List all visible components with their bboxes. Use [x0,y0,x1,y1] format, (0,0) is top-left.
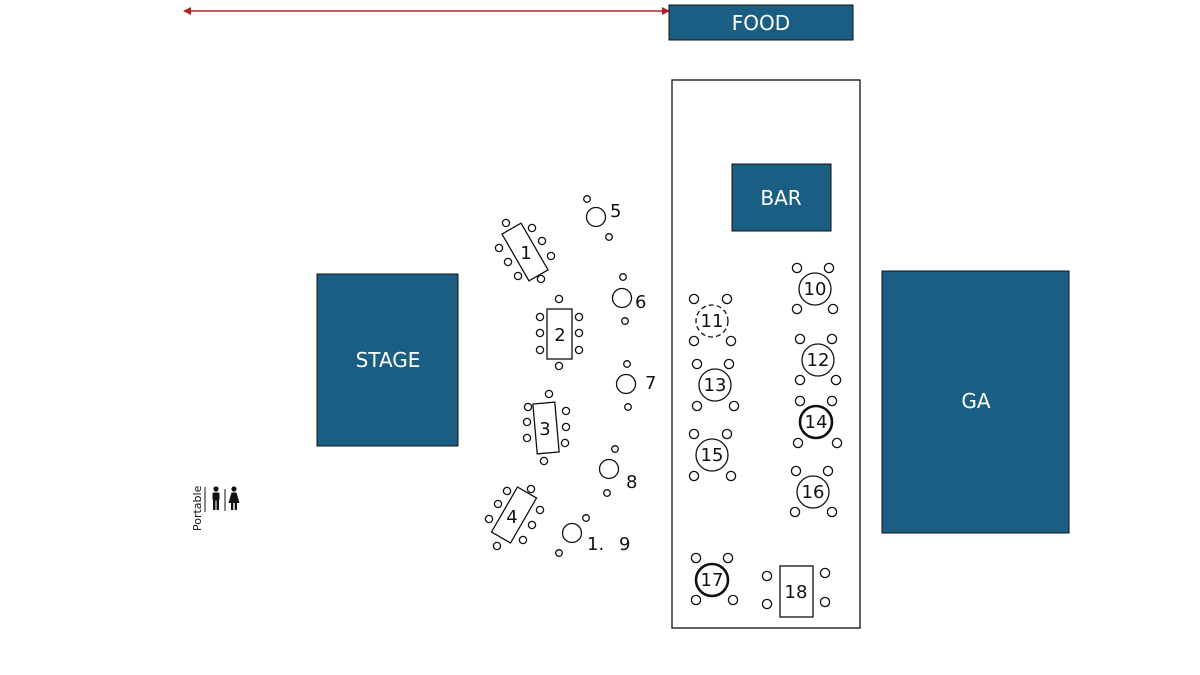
table-9: 1. 9 [555,514,630,557]
table-14: 14 [792,395,843,449]
table-18: 18 [761,565,831,618]
table-16: 16 [789,465,838,518]
table-14-label: 14 [805,412,828,433]
table-13-label: 13 [704,375,727,396]
ga-label: GA [961,389,990,413]
table-2: 2 [535,294,584,371]
table-5-label: 5 [610,201,621,222]
table-8-label: 8 [626,472,637,493]
table-2-label: 2 [554,325,565,346]
table-13: 13 [691,358,740,412]
food-label: FOOD [732,11,790,35]
ga-area: GA [881,270,1070,534]
table-7: 7 [615,360,656,411]
restroom-icon [212,486,240,511]
table-4: 4 [484,484,545,551]
stage-label: STAGE [356,348,421,372]
table-11-label: 11 [701,311,724,332]
table-17-label: 17 [701,570,724,591]
table-15-label: 15 [701,445,724,466]
tent-outline [671,79,861,629]
table-10-label: 10 [804,279,827,300]
food-area: FOOD [668,4,854,41]
portable-label: Portable [191,485,204,531]
table-6-label: 6 [635,292,646,313]
table-5: 5 [583,195,621,241]
table-6: 6 [611,273,646,325]
table-15: 15 [688,428,737,482]
stage-area: STAGE [316,273,459,447]
table-12: 12 [794,333,842,386]
table-17: 17 [690,552,739,606]
table-1: 1 [494,218,556,284]
table-12-label: 12 [807,350,830,371]
table-9-prefix: 1. [587,534,604,555]
table-8: 8 [598,445,637,497]
bar-label: BAR [760,186,801,210]
table-11: 11 [688,293,737,347]
table-3: 3 [522,389,571,466]
table-18-label: 18 [785,582,808,603]
portable-restroom: Portable [191,485,240,531]
table-9-label: 9 [619,534,630,555]
table-7-label: 7 [645,373,656,394]
bar-area: BAR [731,163,832,232]
table-4-label: 4 [506,507,517,528]
table-1-label: 1 [520,243,531,264]
table-16-label: 16 [802,482,825,503]
table-3-label: 3 [539,419,550,440]
table-10: 10 [791,262,839,315]
